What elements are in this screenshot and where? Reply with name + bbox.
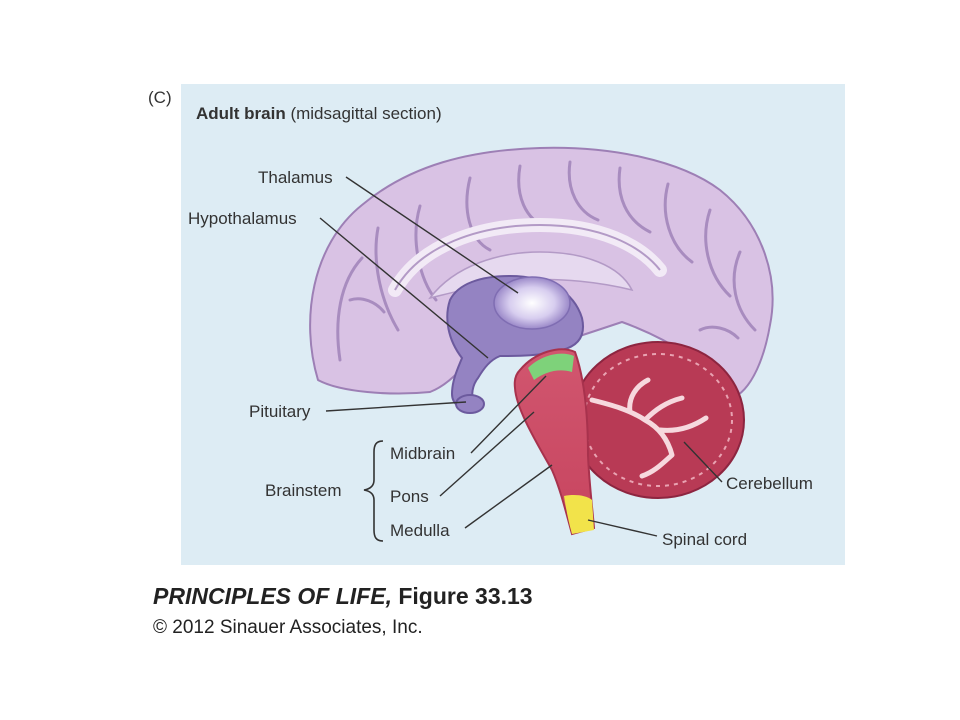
label-spinal-cord: Spinal cord — [662, 530, 747, 549]
label-pons: Pons — [390, 487, 429, 506]
midbrain-band — [528, 353, 574, 380]
spinal-cord-tip — [564, 495, 594, 534]
figure-caption: PRINCIPLES OF LIFE, Figure 33.13 — [153, 583, 533, 610]
label-brainstem: Brainstem — [265, 481, 342, 500]
brainstem — [513, 348, 596, 536]
label-thalamus: Thalamus — [258, 168, 333, 187]
label-midbrain: Midbrain — [390, 444, 455, 463]
label-hypothalamus: Hypothalamus — [188, 209, 297, 228]
caption-figure: Figure 33.13 — [398, 583, 533, 609]
label-medulla: Medulla — [390, 521, 450, 540]
copyright-notice: © 2012 Sinauer Associates, Inc. — [153, 617, 423, 638]
label-cerebellum: Cerebellum — [726, 474, 813, 493]
brainstem-brace — [363, 440, 384, 542]
leader-lines — [319, 176, 723, 537]
figure-title-sub: (midsagittal section) — [290, 104, 442, 123]
caption-book: PRINCIPLES OF LIFE, — [153, 583, 392, 609]
pituitary — [455, 394, 485, 414]
panel-letter: (C) — [148, 88, 172, 107]
cerebellum — [571, 341, 745, 499]
figure-title: Adult brain (midsagittal section) — [196, 104, 442, 124]
cerebrum — [309, 146, 774, 397]
label-pituitary: Pituitary — [249, 402, 311, 421]
figure-title-main: Adult brain — [196, 104, 286, 123]
